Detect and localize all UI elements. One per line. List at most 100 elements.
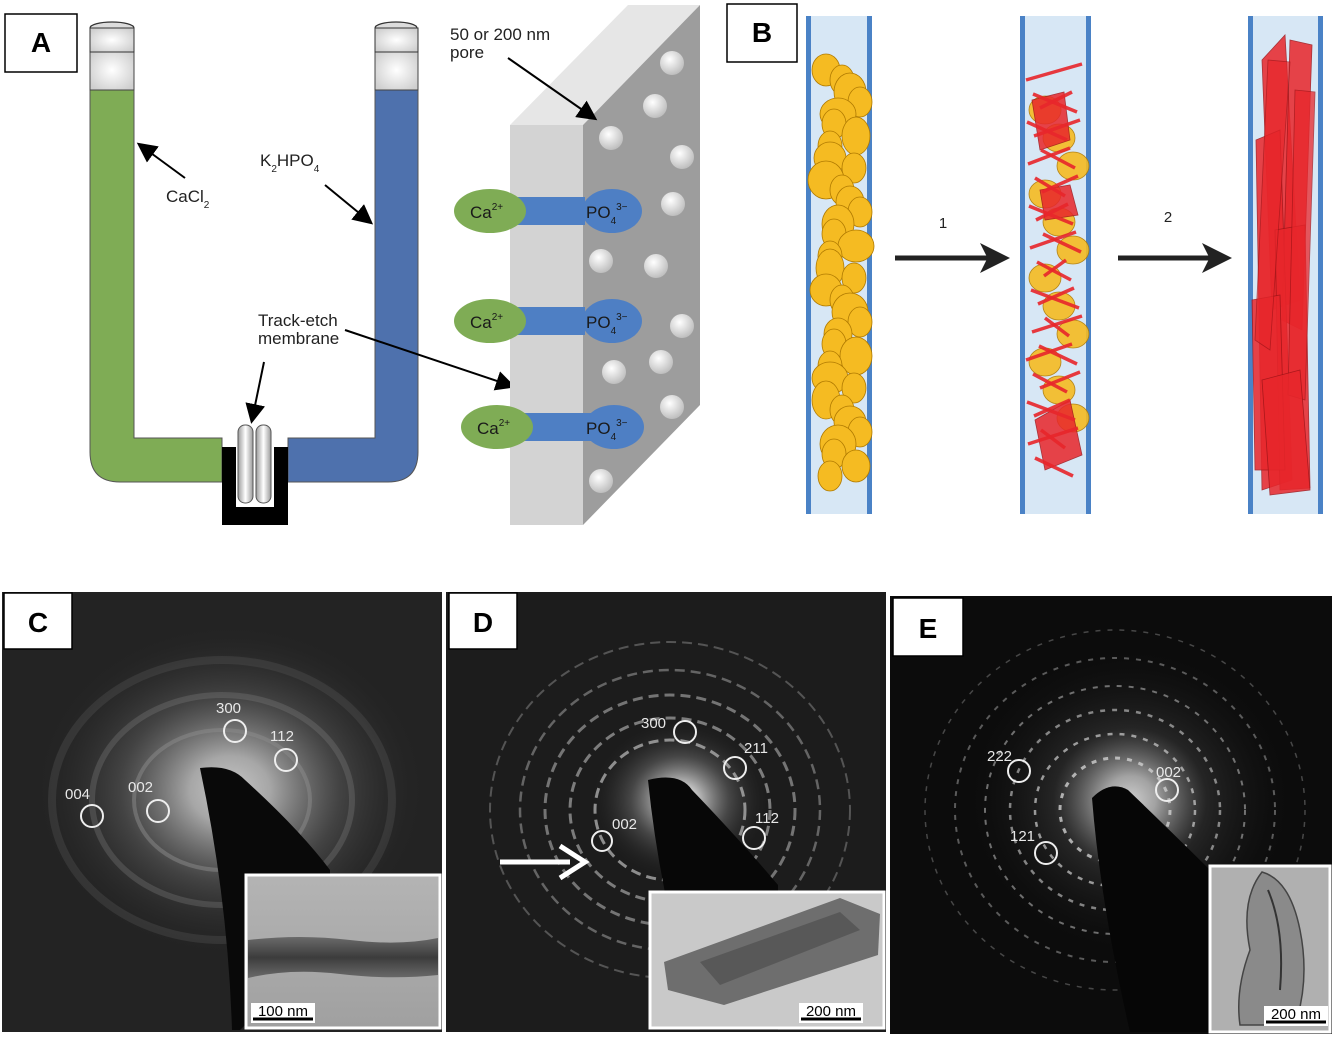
left-tube-neck [89,27,135,53]
left-tube-top [89,49,135,91]
panel-c-label: C [28,607,48,638]
crystal [1039,428,1067,450]
panel-b-label-box [726,3,798,63]
ring-marker [1034,841,1058,865]
crystal [1287,89,1316,401]
crystal [1036,260,1072,282]
pore-stage-2 [1020,16,1091,514]
arrow-icon [344,329,516,391]
crystal [1029,230,1077,250]
ring-marker [591,830,613,852]
membrane-label-line1: Track-etch [258,311,338,330]
panel-a-label-box [4,13,78,73]
ring-marker [673,720,697,744]
crystal [1033,118,1081,138]
ion-pair: Ca2+ PO43− [461,405,644,449]
pore-label-line2: pore [450,43,484,62]
panel-a: A CaCl2 K2HPO4 Track-etch membrane [4,5,700,525]
pore-label-line1: 50 or 200 nm [450,25,550,44]
pore-stage-3 [1248,16,1323,514]
calcium-solution [89,89,223,483]
ring-marker [1007,759,1031,783]
crystal [1033,398,1071,418]
crystal [1039,370,1081,390]
crystal [1042,232,1082,254]
ring-marker [1155,778,1179,802]
particle [847,306,873,338]
panel-a-label: A [31,27,51,58]
particle [817,460,843,492]
membrane-top [510,5,700,125]
ring-label: 004 [65,786,90,803]
ring-label: 112 [270,728,294,745]
svg-text:Ca2+: Ca2+ [477,418,510,438]
crystal [1025,62,1083,82]
ring-label: 211 [744,740,768,757]
panel-d-label-box [448,592,518,650]
tem-inset-d: 200 nm [648,890,886,1030]
phosphate-solution [287,89,419,483]
crystal [1042,258,1068,278]
ring-label: 112 [755,810,779,827]
u-tube [89,21,419,525]
crystal [1030,288,1080,310]
ring-label: 002 [1156,764,1181,781]
particle [837,229,875,263]
crystal [1038,344,1078,366]
ion-pair: Ca2+ PO43− [454,299,642,343]
membrane-pores [589,51,694,493]
crystal [1027,146,1071,166]
k2hpo4-label: K2HPO4 [260,151,320,175]
arrow-icon [136,142,186,179]
svg-text:PO43−: PO43− [586,202,628,227]
ring-marker [723,756,747,780]
step-label-2: 2 [1164,209,1172,226]
particle [841,116,871,156]
tem-inset-c: 100 nm [244,873,442,1030]
panel-e-label-box [892,597,964,657]
crystal [1039,90,1073,110]
svg-text:PO43−: PO43− [586,418,628,443]
ring-label: 121 [1010,828,1035,845]
panel-b: B 1 2 [726,3,1323,514]
crystal [1028,204,1074,226]
crystal [1041,174,1079,194]
crystal [1027,426,1079,446]
scale-text-e: 200 nm [1271,1006,1321,1023]
crystal [1040,148,1076,170]
ring-marker [274,748,298,772]
panel-b-label: B [752,17,772,48]
panel-d-label: D [473,607,493,638]
scale-text-d: 200 nm [806,1003,856,1020]
arrow-icon [245,361,266,424]
arrow-icon [324,184,374,225]
particle [841,152,867,184]
ring-marker [146,799,170,823]
ring-marker [223,719,247,743]
crystal [1043,316,1071,338]
particle [841,372,867,404]
panel-e-label: E [919,613,938,644]
crystal [1034,456,1074,478]
membrane-slab [510,5,700,525]
ring-label: 002 [612,816,637,833]
particle [841,262,867,294]
step-label-1: 1 [939,215,947,232]
crystal [1035,202,1069,222]
panel-c-label-box [3,592,73,650]
panel-e: E 222 002 121 200 nm [890,596,1332,1034]
diffraction-rings-e [924,629,1306,991]
membrane-label-line2: membrane [258,329,339,348]
ring-marker [80,804,104,828]
ion-pair: Ca2+ PO43− [454,189,642,233]
svg-text:Ca2+: Ca2+ [470,202,503,222]
amorphous-particles [807,53,875,492]
right-tube-top [374,49,419,91]
mixed-particles-crystals [1025,62,1090,478]
crystal [1032,92,1078,114]
svg-text:PO43−: PO43− [586,312,628,337]
crystal [1037,286,1075,306]
scale-text-c: 100 nm [258,1003,308,1020]
membrane-left-holder [237,424,254,504]
